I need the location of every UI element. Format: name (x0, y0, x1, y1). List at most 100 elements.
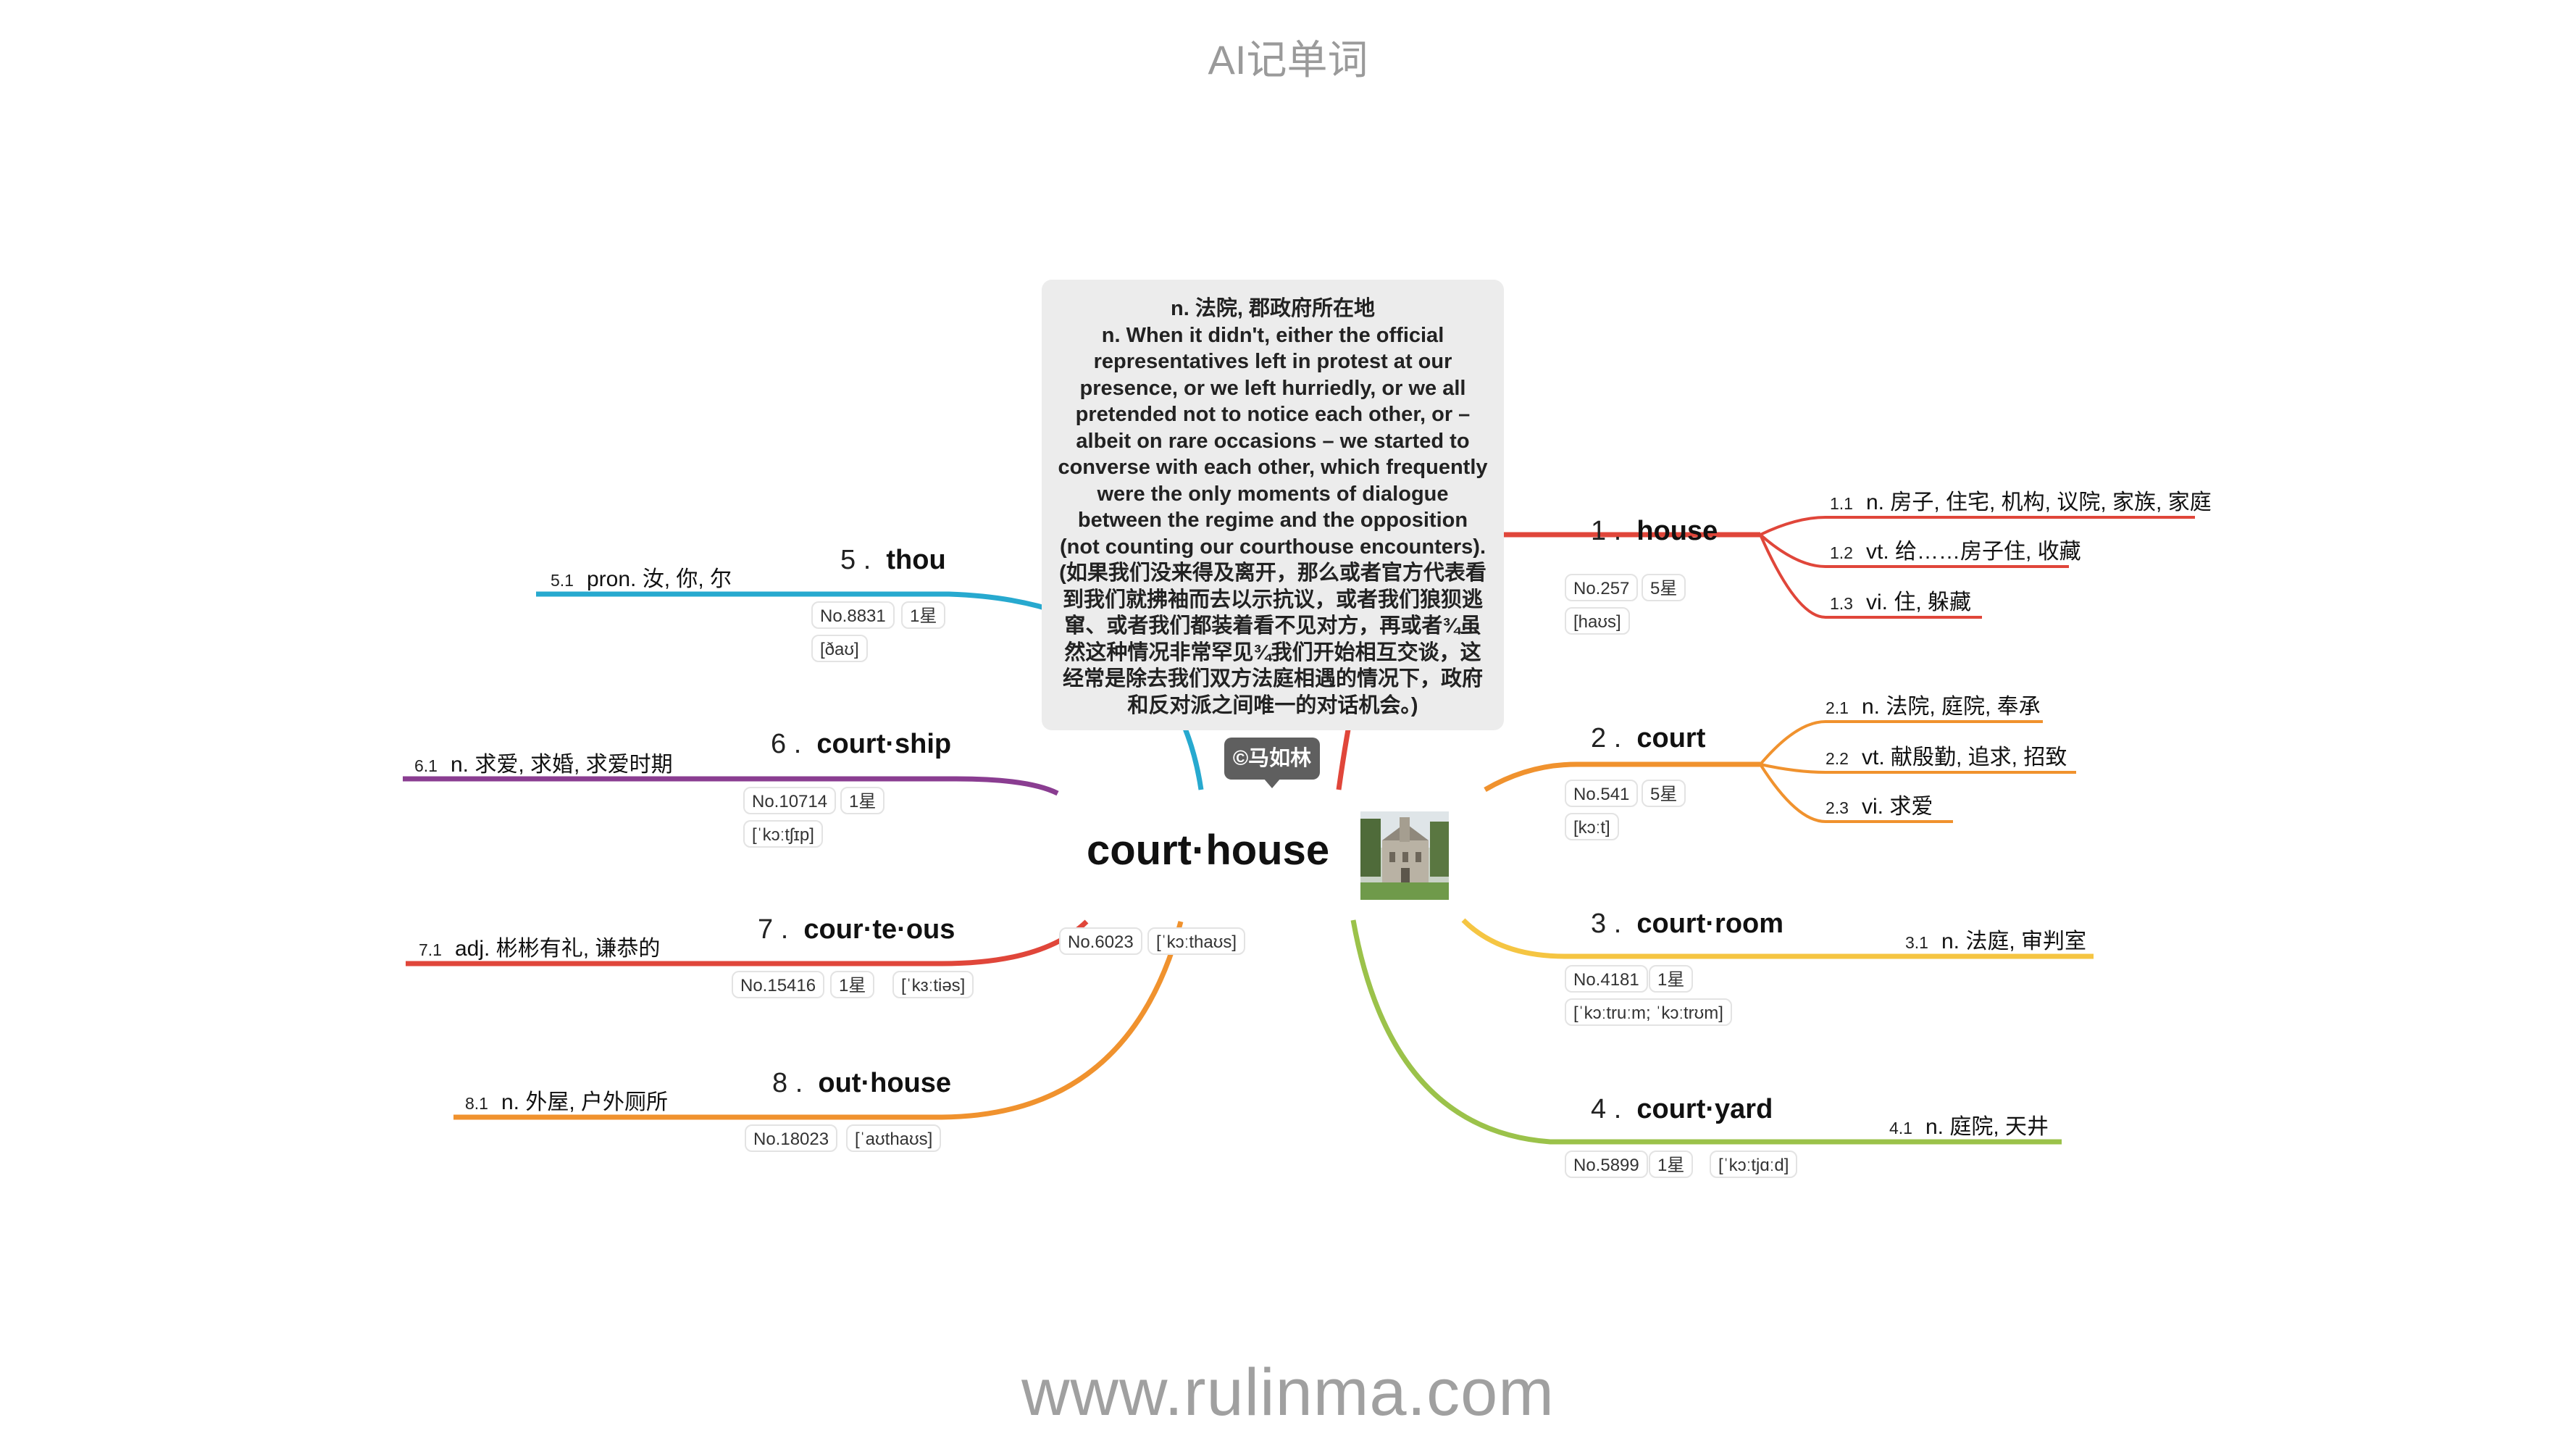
leaf-index: 5.1 (551, 571, 574, 590)
rank-tag: No.18023 (745, 1124, 838, 1152)
leaf-text: n. 外屋, 户外厕所 (501, 1090, 669, 1114)
leaf-index: 1.3 (1830, 594, 1853, 613)
leaf-text: vi. 住, 躲藏 (1865, 590, 1971, 614)
connector-court-2-2 (1760, 763, 2076, 774)
phonetic-tag: [ˈkɔːtʃɪp] (743, 820, 823, 848)
branch-word: house (1636, 516, 1718, 546)
phonetic-tag: [ˈkɔːtruːm; ˈkɔːtrʊm] (1565, 998, 1732, 1026)
star-tag: 1星 (1649, 965, 1694, 993)
page-title: AI记单词 (1208, 37, 1368, 83)
rank-tag: No.5899 (1565, 1151, 1648, 1178)
phonetic-tag: [haʊs] (1565, 607, 1630, 635)
connector-court (1484, 761, 1760, 793)
branch-courtroom: 3 . court·room (1591, 909, 1783, 940)
leaf-index: 2.1 (1826, 698, 1849, 717)
star-tag: 1星 (840, 787, 885, 814)
connector-outhouse (453, 921, 1184, 1120)
leaf-index: 3.1 (1905, 933, 1928, 952)
courthouse-photo (1360, 811, 1449, 900)
central-phonetic-tag: [ˈkɔːthaʊs] (1147, 927, 1245, 955)
branch-number: 1 . (1591, 516, 1622, 546)
branch-word: court·ship (816, 729, 952, 759)
leaf-text: n. 法院, 庭院, 奉承 (1861, 695, 2041, 719)
leaf-3-1: 3.1 n. 法庭, 审判室 (1905, 923, 2086, 955)
star-tag: 1星 (1649, 1151, 1694, 1178)
branch-thou: 5 . thou (840, 545, 946, 576)
author-badge-pointer (1263, 778, 1281, 788)
central-rank-tag: No.6023 (1059, 927, 1142, 955)
branch-number: 5 . (840, 545, 871, 575)
leaf-index: 7.1 (419, 940, 442, 959)
central-word: court·house (1087, 827, 1330, 874)
leaf-2-1: 2.1 n. 法院, 庭院, 奉承 (1826, 688, 2041, 720)
branch-number: 3 . (1591, 909, 1622, 939)
star-tag: 5星 (1642, 780, 1686, 807)
leaf-text: n. 求爱, 求婚, 求爱时期 (450, 753, 673, 777)
branch-word: court·yard (1636, 1094, 1773, 1124)
branch-word: court (1636, 723, 1706, 753)
connector-court-2-3 (1759, 763, 1953, 823)
leaf-6-1: 6.1 n. 求爱, 求婚, 求爱时期 (414, 746, 673, 778)
note-box: n. 法院, 郡政府所在地 n. When it didn't, either … (1042, 280, 1504, 730)
leaf-5-1: 5.1 pron. 汝, 你, 尔 (551, 561, 732, 593)
leaf-index: 1.1 (1830, 494, 1853, 513)
branch-number: 6 . (771, 729, 802, 759)
branch-house: 1 . house (1591, 516, 1718, 547)
rank-tag: No.541 (1565, 780, 1639, 807)
leaf-text: n. 法庭, 审判室 (1941, 930, 2087, 953)
phonetic-tag: [ˈkɔːtjɑːd] (1710, 1151, 1798, 1178)
note-example: n. When it didn't, either the official r… (1058, 323, 1488, 717)
branch-word: cour·te·ous (803, 914, 955, 945)
leaf-text: adj. 彬彬有礼, 谦恭的 (454, 937, 661, 961)
leaf-1-2: 1.2 vt. 给……房子住, 收藏 (1830, 533, 2081, 565)
leaf-text: vt. 给……房子住, 收藏 (1865, 540, 2081, 564)
leaf-1-1: 1.1 n. 房子, 住宅, 机构, 议院, 家族, 家庭 (1830, 484, 2212, 516)
leaf-2-2: 2.2 vt. 献殷勤, 追求, 招致 (1826, 739, 2067, 771)
leaf-4-1: 4.1 n. 庭院, 天井 (1889, 1108, 2049, 1140)
leaf-text: n. 房子, 住宅, 机构, 议院, 家族, 家庭 (1865, 490, 2212, 514)
rank-tag: No.10714 (743, 787, 837, 814)
branch-court: 2 . court (1591, 723, 1705, 754)
branch-word: court·room (1636, 909, 1784, 939)
leaf-7-1: 7.1 adj. 彬彬有礼, 谦恭的 (419, 930, 660, 962)
site-watermark: www.rulinma.com (1021, 1356, 1555, 1429)
branch-word: out·house (818, 1068, 952, 1098)
star-tag: 5星 (1642, 574, 1686, 601)
rank-tag: No.8831 (811, 601, 895, 629)
leaf-text: vt. 献殷勤, 追求, 招致 (1861, 746, 2067, 769)
phonetic-tag: [ˈkɜːtiəs] (892, 971, 974, 998)
connector-house-1-1 (1760, 516, 2195, 536)
branch-courtyard: 4 . court·yard (1591, 1094, 1773, 1125)
branch-courteous: 7 . cour·te·ous (758, 914, 955, 945)
leaf-text: vi. 求爱 (1861, 795, 1933, 819)
branch-outhouse: 8 . out·house (772, 1068, 951, 1099)
note-meaning: n. 法院, 郡政府所在地 (1171, 297, 1375, 320)
leaf-text: pron. 汝, 你, 尔 (586, 567, 732, 591)
rank-tag: No.4181 (1565, 965, 1648, 993)
connector-house-1-3 (1759, 534, 1982, 619)
leaf-index: 4.1 (1889, 1119, 1912, 1137)
branch-word: thou (886, 545, 946, 575)
rank-tag: No.257 (1565, 574, 1639, 601)
branch-number: 2 . (1591, 723, 1622, 753)
leaf-2-3: 2.3 vi. 求爱 (1826, 788, 1933, 820)
connector-courtyard (1350, 919, 2062, 1145)
star-tag: 1星 (830, 971, 875, 998)
leaf-index: 6.1 (414, 756, 438, 775)
leaf-text: n. 庭院, 天井 (1925, 1115, 2049, 1139)
phonetic-tag: [kɔːt] (1565, 813, 1619, 840)
branch-courtship: 6 . court·ship (771, 729, 951, 760)
rank-tag: No.15416 (732, 971, 825, 998)
leaf-index: 2.2 (1826, 749, 1849, 768)
connector-house-1-2 (1759, 533, 2069, 568)
branch-number: 4 . (1591, 1094, 1622, 1124)
leaf-index: 1.2 (1830, 543, 1853, 562)
branch-number: 7 . (758, 914, 789, 945)
phonetic-tag: [ðaʊ] (811, 635, 868, 662)
leaf-index: 2.3 (1826, 798, 1849, 817)
connector-courtship (403, 776, 1059, 796)
connector-courtroom (1461, 918, 2094, 959)
phonetic-tag: [ˈaʊthaʊs] (846, 1124, 942, 1152)
